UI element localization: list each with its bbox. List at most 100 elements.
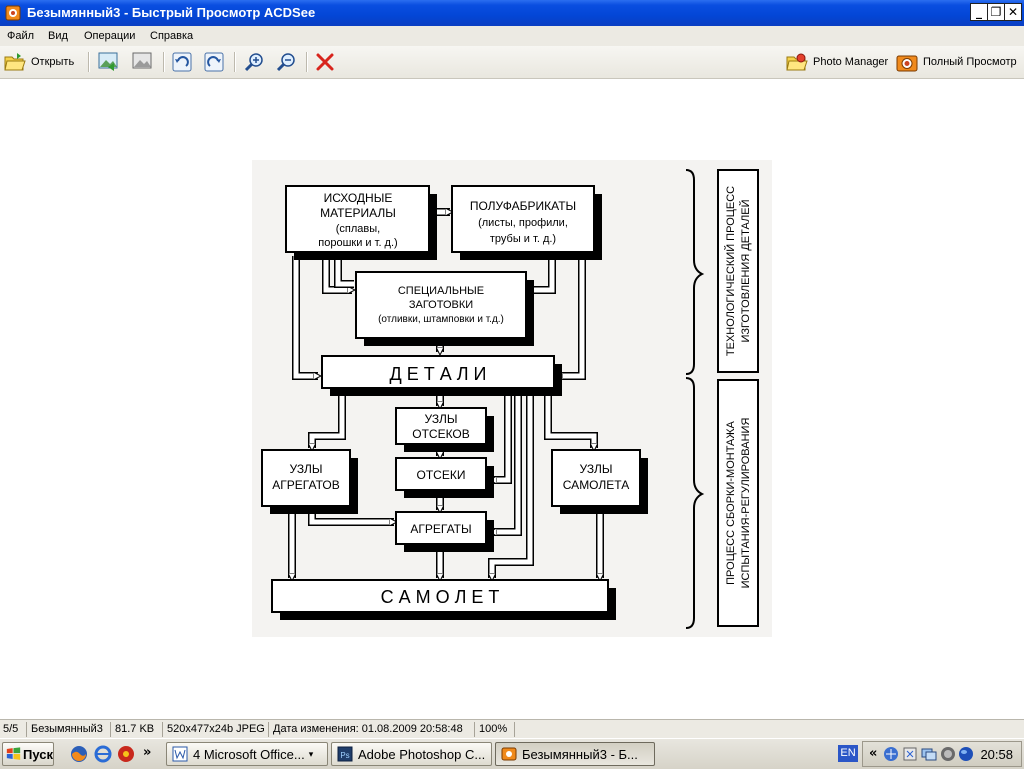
start-label: Пуск xyxy=(23,746,53,762)
special-blanks-line2: ЗАГОТОВКИ xyxy=(409,299,473,311)
task-microsoft-office[interactable]: 4 Microsoft Office... ▾ xyxy=(166,742,328,766)
toolbar-separator xyxy=(306,52,308,72)
aircraft-label: С А М О Л Е Т xyxy=(381,587,500,607)
status-divider xyxy=(268,722,269,737)
svg-text:Ps: Ps xyxy=(340,751,349,760)
raw-materials-line3: (сплавы, xyxy=(336,223,380,235)
status-index: 5/5 xyxy=(3,723,19,735)
window-title: Безымянный3 - Быстрый Просмотр ACDSee xyxy=(27,5,316,20)
next-image-button[interactable] xyxy=(131,51,155,73)
brace-bottom xyxy=(685,377,705,629)
box-aircraft: С А М О Л Е Т xyxy=(271,579,616,620)
status-divider xyxy=(514,722,515,737)
image-viewer-area[interactable]: ИСХОДНЫЕ МАТЕРИАЛЫ (сплавы, порошки и т.… xyxy=(0,79,1024,719)
side-label-top-line2: ИЗГОТОВЛЕНИЯ ДЕТАЛЕЙ xyxy=(739,199,752,342)
zoom-in-button[interactable] xyxy=(243,51,265,73)
rotate-right-button[interactable] xyxy=(203,51,225,73)
aggregate-units-line1: УЗЛЫ xyxy=(290,462,323,476)
side-label-bottom-line1: ПРОЦЕСС СБОРКИ-МОНТАЖА xyxy=(725,420,737,584)
open-folder-icon xyxy=(4,53,26,71)
aggregate-units-line2: АГРЕГАТОВ xyxy=(272,478,339,492)
box-special-blanks: СПЕЦИАЛЬНЫЕ ЗАГОТОВКИ (отливки, штамповк… xyxy=(355,271,534,346)
task-acdsee-quick-view[interactable]: Безымянный3 - Б... xyxy=(495,742,655,766)
menu-help[interactable]: Справка xyxy=(150,30,194,42)
sections-label: ОТСЕКИ xyxy=(417,468,466,482)
toolbar-separator xyxy=(88,52,90,72)
zoom-out-icon xyxy=(276,53,295,72)
task-adobe-photoshop[interactable]: Ps Adobe Photoshop C... xyxy=(331,742,492,766)
acdsee-app-icon xyxy=(5,5,21,21)
status-filesize: 81.7 KB xyxy=(115,723,155,735)
internet-explorer-icon[interactable] xyxy=(94,745,112,763)
previous-image-button[interactable] xyxy=(97,51,121,73)
next-image-icon xyxy=(132,52,152,69)
word-document-icon xyxy=(172,746,188,762)
semi-products-line2: (листы, профили, xyxy=(478,217,568,229)
delete-button[interactable] xyxy=(314,51,336,73)
full-view-button[interactable]: Полный Просмотр xyxy=(896,51,1017,73)
raw-materials-line1: ИСХОДНЫЕ xyxy=(324,191,393,205)
special-blanks-line3: (отливки, штамповки и т.д.) xyxy=(378,314,504,325)
parts-label: Д Е Т А Л И xyxy=(390,364,487,384)
close-button[interactable]: ✕ xyxy=(1004,3,1022,21)
status-zoom: 100% xyxy=(479,723,508,735)
side-label-bottom-box: ПРОЦЕСС СБОРКИ-МОНТАЖА ИСПЫТАНИЯ-РЕГУЛИР… xyxy=(717,379,759,627)
full-view-label: Полный Просмотр xyxy=(923,56,1017,68)
photo-manager-label: Photo Manager xyxy=(813,56,889,68)
title-bar[interactable]: Безымянный3 - Быстрый Просмотр ACDSee _ … xyxy=(0,0,1024,26)
box-parts: Д Е Т А Л И xyxy=(321,355,562,396)
media-player-icon[interactable] xyxy=(117,745,135,763)
start-button[interactable]: Пуск xyxy=(2,742,54,766)
photoshop-icon: Ps xyxy=(337,746,353,762)
tray-security-icon[interactable] xyxy=(940,746,956,762)
language-indicator[interactable]: EN xyxy=(838,745,858,762)
box-aggregates: АГРЕГАТЫ xyxy=(395,511,494,552)
rotate-right-icon xyxy=(204,52,224,72)
photo-manager-folder-icon xyxy=(786,53,808,71)
menu-operations[interactable]: Операции xyxy=(84,30,136,42)
tray-monitor-icon[interactable] xyxy=(921,746,937,762)
tray-network-icon[interactable] xyxy=(883,746,899,762)
status-divider xyxy=(26,722,27,737)
restore-button[interactable]: ❐ xyxy=(987,3,1005,21)
zoom-in-icon xyxy=(244,53,263,72)
semi-products-line1: ПОЛУФАБРИКАТЫ xyxy=(470,199,576,213)
task-group-chevron-icon: ▾ xyxy=(308,748,314,759)
status-divider xyxy=(162,722,163,737)
minimize-button[interactable]: _ xyxy=(970,3,988,21)
rotate-left-button[interactable] xyxy=(171,51,193,73)
status-filename: Безымянный3 xyxy=(31,723,103,735)
toolbar-separator xyxy=(163,52,165,72)
zoom-out-button[interactable] xyxy=(275,51,297,73)
menu-file[interactable]: Файл xyxy=(7,30,35,42)
task-label: 4 Microsoft Office... xyxy=(193,746,305,762)
menu-view[interactable]: Вид xyxy=(48,30,68,42)
taskbar: Пуск » 4 Microsoft Office... ▾ Ps Adobe … xyxy=(0,738,1024,769)
side-label-bottom-line2: ИСПЫТАНИЯ-РЕГУЛИРОВАНИЯ xyxy=(740,418,752,589)
delete-x-icon xyxy=(316,53,334,71)
raw-materials-line4: порошки и т. д.) xyxy=(318,237,397,249)
firefox-icon[interactable] xyxy=(70,745,88,763)
menu-bar: Файл Вид Операции Справка xyxy=(0,26,1024,46)
section-units-line1: УЗЛЫ xyxy=(425,412,458,426)
toolbar-separator xyxy=(234,52,236,72)
aircraft-units-line2: САМОЛЕТА xyxy=(563,478,629,492)
clock[interactable]: 20:58 xyxy=(980,747,1013,762)
tray-bluetooth-icon[interactable] xyxy=(902,746,918,762)
open-label: Открыть xyxy=(31,56,75,68)
side-label-top-box: ТЕХНОЛОГИЧЕСКИЙ ПРОЦЕСС ИЗГОТОВЛЕНИЯ ДЕТ… xyxy=(717,169,759,373)
box-aircraft-units: УЗЛЫ САМОЛЕТА xyxy=(551,449,648,514)
section-units-line2: ОТСЕКОВ xyxy=(412,427,470,441)
open-button[interactable]: Открыть xyxy=(4,51,74,73)
tray-expand-button[interactable]: « xyxy=(869,746,878,761)
raw-materials-line2: МАТЕРИАЛЫ xyxy=(320,206,396,220)
photo-manager-button[interactable]: Photo Manager xyxy=(786,51,888,73)
task-label: Adobe Photoshop C... xyxy=(358,746,486,762)
box-raw-materials: ИСХОДНЫЕ МАТЕРИАЛЫ (сплавы, порошки и т.… xyxy=(285,185,437,260)
status-divider xyxy=(474,722,475,737)
aircraft-units-line1: УЗЛЫ xyxy=(580,462,613,476)
tray-globe-icon[interactable] xyxy=(958,746,974,762)
windows-logo-icon xyxy=(6,747,21,760)
quick-launch-more[interactable]: » xyxy=(143,745,152,760)
semi-products-line3: трубы и т. д.) xyxy=(490,233,556,245)
